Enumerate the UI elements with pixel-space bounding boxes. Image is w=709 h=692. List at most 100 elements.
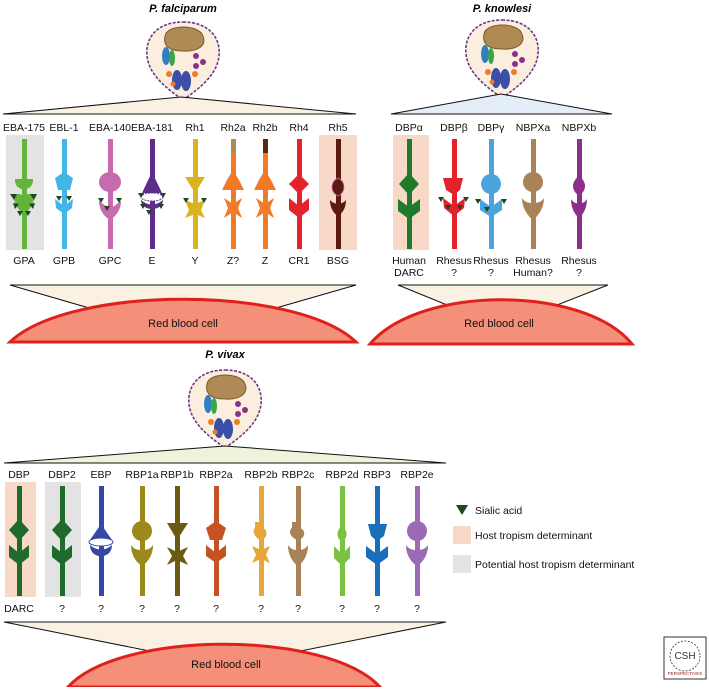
ligand-label: DBP2 (48, 469, 76, 481)
receptor-label: Human? (513, 267, 553, 279)
receptor-label: ? (98, 603, 104, 615)
ligand-label: Rh5 (328, 122, 347, 134)
legend: Sialic acid Host tropism determinant Pot… (453, 505, 634, 573)
ligand-rh5 (330, 139, 346, 249)
receptor-label: Z (262, 255, 269, 267)
ligand-label: Rh2a (220, 122, 245, 134)
merozoite-illustration (464, 19, 540, 99)
ligand-dbp2 (52, 486, 72, 596)
ligand-label: Rh1 (185, 122, 204, 134)
ligand-rh1 (185, 139, 205, 249)
sialic-acid-legend-icon (456, 505, 468, 515)
sialic-acid-markers (438, 197, 507, 212)
receptor-label: Rhesus (473, 255, 509, 267)
red-blood-cell (6, 297, 360, 344)
ligand-rbp2e (406, 486, 428, 596)
ligand-label: RBP1a (125, 469, 158, 481)
red-blood-cell (366, 298, 636, 346)
receptor-label: BSG (327, 255, 349, 267)
ligand-dbp (9, 486, 29, 596)
ligand-label: RBP2b (244, 469, 277, 481)
host-tropism-swatch (453, 526, 471, 544)
receptor-label: ? (339, 603, 345, 615)
ligand-rbp2c (288, 486, 308, 596)
receptor-label: E (148, 255, 155, 267)
red-blood-cell-label: Red blood cell (464, 318, 534, 330)
ligand-rbp3 (366, 486, 388, 596)
receptor-label: ? (451, 267, 457, 279)
receptor-label: GPC (99, 255, 122, 267)
receptor-label: Z? (227, 255, 239, 267)
receptor-label: ? (295, 603, 301, 615)
receptor-label: Y (191, 255, 198, 267)
csh-perspectives-logo: CSH PERSPECTIVES (663, 636, 707, 680)
ligand-dbp-beta (443, 139, 465, 249)
ligand-rbp1b (167, 486, 188, 596)
receptor-label: ? (374, 603, 380, 615)
ligand-eba-181 (140, 139, 164, 249)
ligand-rbp1a (131, 486, 153, 596)
ligand-label: Rh2b (252, 122, 277, 134)
receptor-label: CR1 (288, 255, 309, 267)
red-blood-cell-label: Red blood cell (191, 659, 261, 671)
species-title: P. knowlesi (473, 3, 532, 15)
legend-potential-tropism: Potential host tropism determinant (475, 559, 634, 571)
legend-host-tropism: Host tropism determinant (475, 530, 592, 542)
apical-fan (2, 96, 357, 115)
receptor-label: Rhesus (515, 255, 551, 267)
ligand-label: EBL-1 (49, 122, 78, 134)
ligand-label: RBP2a (199, 469, 232, 481)
ligand-label: DBPβ (440, 122, 468, 134)
sialic-acid-markers (10, 193, 207, 216)
logo-mark: CSH (674, 651, 695, 662)
ligand-label: RBP2d (325, 469, 358, 481)
ligand-label: NBPXa (516, 122, 551, 134)
receptor-label: ? (258, 603, 264, 615)
receptor-label: DARC (4, 603, 34, 615)
legend-sialic-acid: Sialic acid (475, 505, 522, 517)
ligand-rbp2b (252, 486, 270, 596)
ligand-rbp2d (334, 486, 350, 596)
red-blood-cell (64, 642, 384, 689)
receptor-label: DARC (394, 267, 424, 279)
ligand-eba-140 (99, 139, 121, 249)
ligand-nbpxa (522, 139, 544, 249)
receptor-label: ? (139, 603, 145, 615)
ligand-nbpxb (571, 139, 587, 249)
ligand-label: NBPXb (562, 122, 597, 134)
ligand-rh4 (289, 139, 309, 249)
ligand-ebp (88, 486, 114, 596)
receptor-label: Rhesus (561, 255, 597, 267)
receptor-label: Rhesus (436, 255, 472, 267)
receptor-label: ? (59, 603, 65, 615)
ligand-label: RBP2c (282, 469, 315, 481)
ligand-rbp2a (206, 486, 226, 596)
ligand-label: RBP1b (160, 469, 193, 481)
receptor-label: ? (213, 603, 219, 615)
ligand-label: RBP2e (400, 469, 433, 481)
apical-fan (3, 445, 447, 464)
ligand-label: EBA-140 (89, 122, 131, 134)
red-blood-cell-label: Red blood cell (148, 318, 218, 330)
species-title: P. vivax (205, 349, 245, 361)
receptor-label: ? (174, 603, 180, 615)
ligand-rh2b (254, 139, 276, 249)
ligand-label: EBA-175 (3, 122, 45, 134)
potential-tropism-swatch (453, 555, 471, 573)
ligand-rh2a (222, 139, 244, 249)
ligand-label: EBP (90, 469, 111, 481)
ligand-eba-175 (14, 139, 34, 249)
ligand-ebl-1 (55, 139, 73, 249)
apical-fan (390, 93, 613, 115)
ligand-dbp-alpha (398, 139, 420, 249)
merozoite-illustration (145, 21, 221, 101)
receptor-label: GPA (13, 255, 34, 267)
logo-subtitle: PERSPECTIVES (668, 671, 703, 676)
merozoite-illustration (187, 369, 263, 449)
receptor-label: ? (576, 267, 582, 279)
ligand-label: Rh4 (289, 122, 308, 134)
